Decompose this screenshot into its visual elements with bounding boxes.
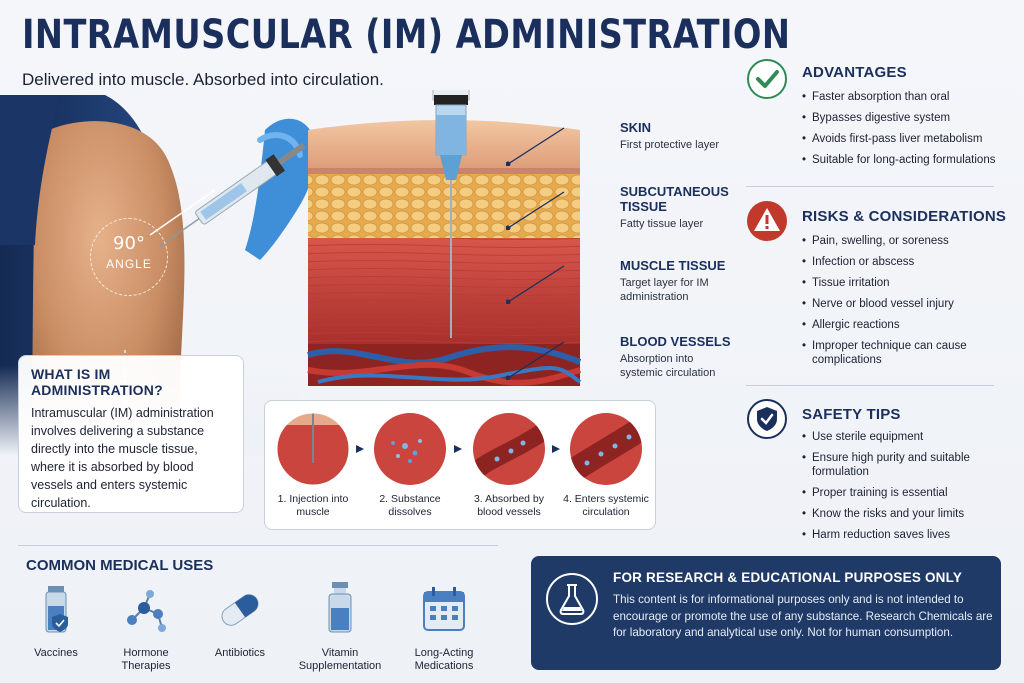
what-is-body: Intramuscular (IM) administration involv… — [31, 406, 214, 510]
step-2-icon — [374, 413, 446, 485]
layer-skin-name: SKIN — [620, 120, 652, 135]
molecule-icon — [127, 590, 166, 632]
disclaimer-title: FOR RESEARCH & EDUCATIONAL PURPOSES ONLY — [613, 570, 963, 585]
advantages-list: Faster absorption than oral Bypasses dig… — [802, 90, 1022, 174]
list-item: Faster absorption than oral — [802, 90, 1022, 104]
page-title: INTRAMUSCULAR (IM) ADMINISTRATION — [22, 12, 791, 58]
use-hormone: Hormone Therapies — [98, 584, 194, 673]
divider — [746, 385, 994, 386]
divider — [746, 186, 994, 187]
step-3-caption: 3. Absorbed by blood vessels — [473, 493, 545, 518]
vaccine-vial-icon — [45, 586, 68, 633]
list-item: Avoids first-pass liver metabolism — [802, 132, 1022, 146]
use-vaccines: Vaccines — [8, 584, 104, 660]
use-label: Long-Acting Medications — [414, 647, 474, 672]
tissue-cross-section — [298, 69, 590, 390]
use-label: Antibiotics — [214, 647, 266, 659]
layer-muscle-name: MUSCLE TISSUE — [620, 258, 726, 273]
flask-icon — [546, 573, 598, 625]
list-item: Pain, swelling, or soreness — [802, 234, 982, 248]
layer-skin-desc: First protective layer — [620, 139, 720, 151]
step-4-caption: 4. Enters systemic circulation — [563, 493, 649, 518]
capsule-icon — [221, 594, 259, 626]
layer-subcutaneous-name: SUBCUTANEOUS TISSUE — [620, 184, 729, 214]
list-item: Ensure high purity and suitable formulat… — [802, 451, 982, 479]
step-2-caption: 2. Substance dissolves — [379, 493, 441, 518]
list-item: Nerve or blood vessel injury — [802, 297, 982, 311]
list-item: Infection or abscess — [802, 255, 982, 269]
layer-muscle: MUSCLE TISSUE Target layer for IM admini… — [506, 258, 732, 304]
list-item: Bypasses digestive system — [802, 111, 1022, 125]
calendar-icon — [423, 587, 465, 631]
step-3-icon — [473, 413, 545, 485]
what-is-heading: WHAT IS IM ADMINISTRATION? — [31, 366, 163, 398]
list-item: Tissue irritation — [802, 276, 982, 290]
list-item: Use sterile equipment — [802, 430, 982, 444]
step-1-icon — [277, 413, 349, 485]
use-antibiotics: Antibiotics — [192, 584, 288, 660]
list-item: Suitable for long-acting formulations — [802, 153, 1022, 167]
warning-icon — [747, 201, 787, 241]
divider — [18, 545, 498, 546]
safety-title: SAFETY TIPS — [802, 406, 901, 423]
angle-label: ANGLE — [106, 257, 152, 271]
layer-skin: SKIN First protective layer — [506, 120, 732, 166]
risks-title: RISKS & CONSIDERATIONS — [802, 208, 1007, 225]
list-item: Improper technique can cause complicatio… — [802, 339, 982, 367]
disclaimer-body: This content is for informational purpos… — [613, 593, 993, 639]
step-4-icon — [570, 413, 642, 485]
risks-list: Pain, swelling, or soreness Infection or… — [802, 234, 982, 374]
layer-blood-vessels-name: BLOOD VESSELS — [620, 334, 731, 349]
layer-subcutaneous: SUBCUTANEOUS TISSUE Fatty tissue layer — [506, 184, 732, 231]
angle-badge: 90° ANGLE — [90, 218, 168, 296]
vitamin-vial-icon — [328, 582, 352, 633]
arrow-icon — [356, 445, 364, 453]
what-is-panel: WHAT IS IM ADMINISTRATION? Intramuscular… — [18, 355, 244, 513]
use-vitamin: Vitamin Supplementation — [292, 580, 388, 673]
list-item: Harm reduction saves lives — [802, 528, 982, 542]
angle-degrees: 90° — [113, 233, 145, 254]
use-label: Vitamin Supplementation — [298, 647, 382, 672]
list-item: Know the risks and your limits — [802, 507, 982, 521]
layer-blood-vessels: BLOOD VESSELS Absorption into systemic c… — [506, 334, 732, 380]
page-subtitle: Delivered into muscle. Absorbed into cir… — [22, 70, 384, 89]
layer-blood-vessels-desc: Absorption into systemic circulation — [620, 353, 716, 379]
arrow-icon — [552, 445, 560, 453]
list-item: Proper training is essential — [802, 486, 982, 500]
layer-subcutaneous-desc: Fatty tissue layer — [620, 218, 704, 230]
step-1-caption: 1. Injection into muscle — [277, 493, 349, 518]
use-label: Hormone Therapies — [121, 647, 171, 672]
safety-list: Use sterile equipment Ensure high purity… — [802, 430, 982, 549]
use-long-acting: Long-Acting Medications — [396, 584, 492, 673]
advantages-title: ADVANTAGES — [802, 64, 907, 81]
layer-muscle-desc: Target layer for IM administration — [620, 277, 709, 303]
list-item: Allergic reactions — [802, 318, 982, 332]
disclaimer-panel: FOR RESEARCH & EDUCATIONAL PURPOSES ONLY… — [531, 556, 1001, 670]
absorption-steps-panel: 1. Injection into muscle 2. Substance di… — [264, 400, 656, 530]
check-icon — [747, 59, 787, 99]
arrow-icon — [454, 445, 462, 453]
shield-check-icon — [747, 399, 787, 439]
syringe-hand-illustration — [157, 110, 330, 270]
use-label: Vaccines — [34, 647, 78, 659]
uses-title: COMMON MEDICAL USES — [26, 557, 214, 574]
